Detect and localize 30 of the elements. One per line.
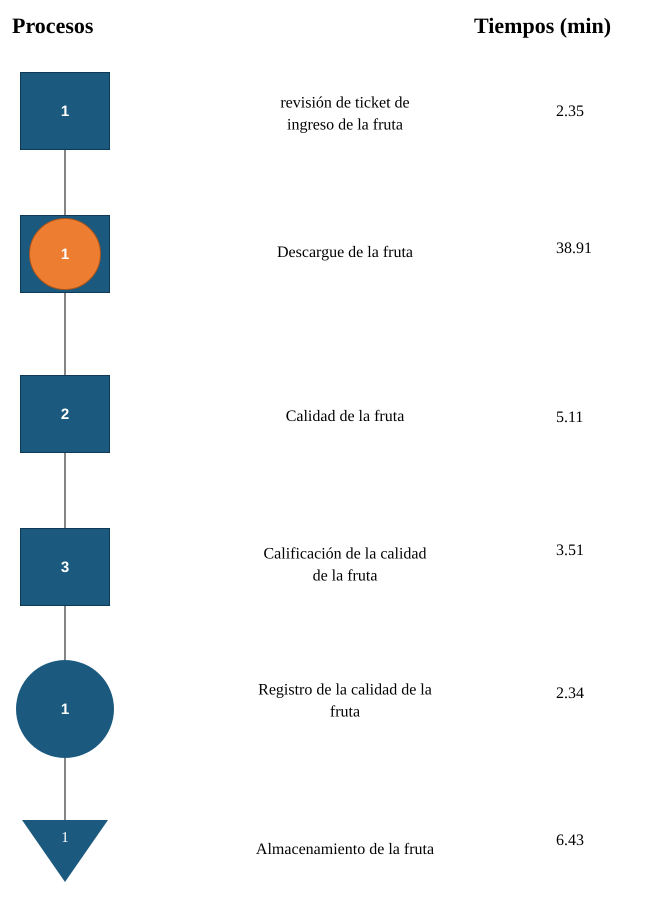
operation-square [20,72,110,150]
step-description: Registro de la calidad de la fruta [257,680,433,723]
time-value: 2.35 [556,103,584,121]
step-number: 1 [60,246,70,262]
time-value: 2.34 [556,685,584,703]
connector-line [64,606,66,660]
time-value: 3.51 [556,542,584,560]
step-number: 1 [60,102,70,120]
step-description: Calificación de la calidad de la fruta [262,544,428,587]
connector-line [64,150,66,215]
operation-square [20,375,110,453]
step-description: Descargue de la fruta [276,242,414,263]
operation-square [20,528,110,606]
column-header: Procesos [12,13,94,39]
time-value: 38.91 [556,240,592,258]
connector-line [64,293,66,375]
combined-activity-symbol [20,215,110,293]
connector-line [64,758,66,820]
step-number: 2 [60,406,70,422]
time-value: 5.11 [556,409,584,427]
step-description: revisión de ticket de ingreso de la fruta [279,94,411,136]
step-description: Calidad de la fruta [284,406,406,427]
time-value: 6.43 [556,832,584,850]
step-number: 1 [60,700,70,718]
step-description: Almacenamiento de la fruta [254,840,436,860]
step-number: 3 [60,558,70,576]
connector-line [64,453,66,528]
step-number: 1 [61,830,69,847]
column-header: Tiempos (min) [474,13,612,39]
storage-triangle [22,820,108,882]
